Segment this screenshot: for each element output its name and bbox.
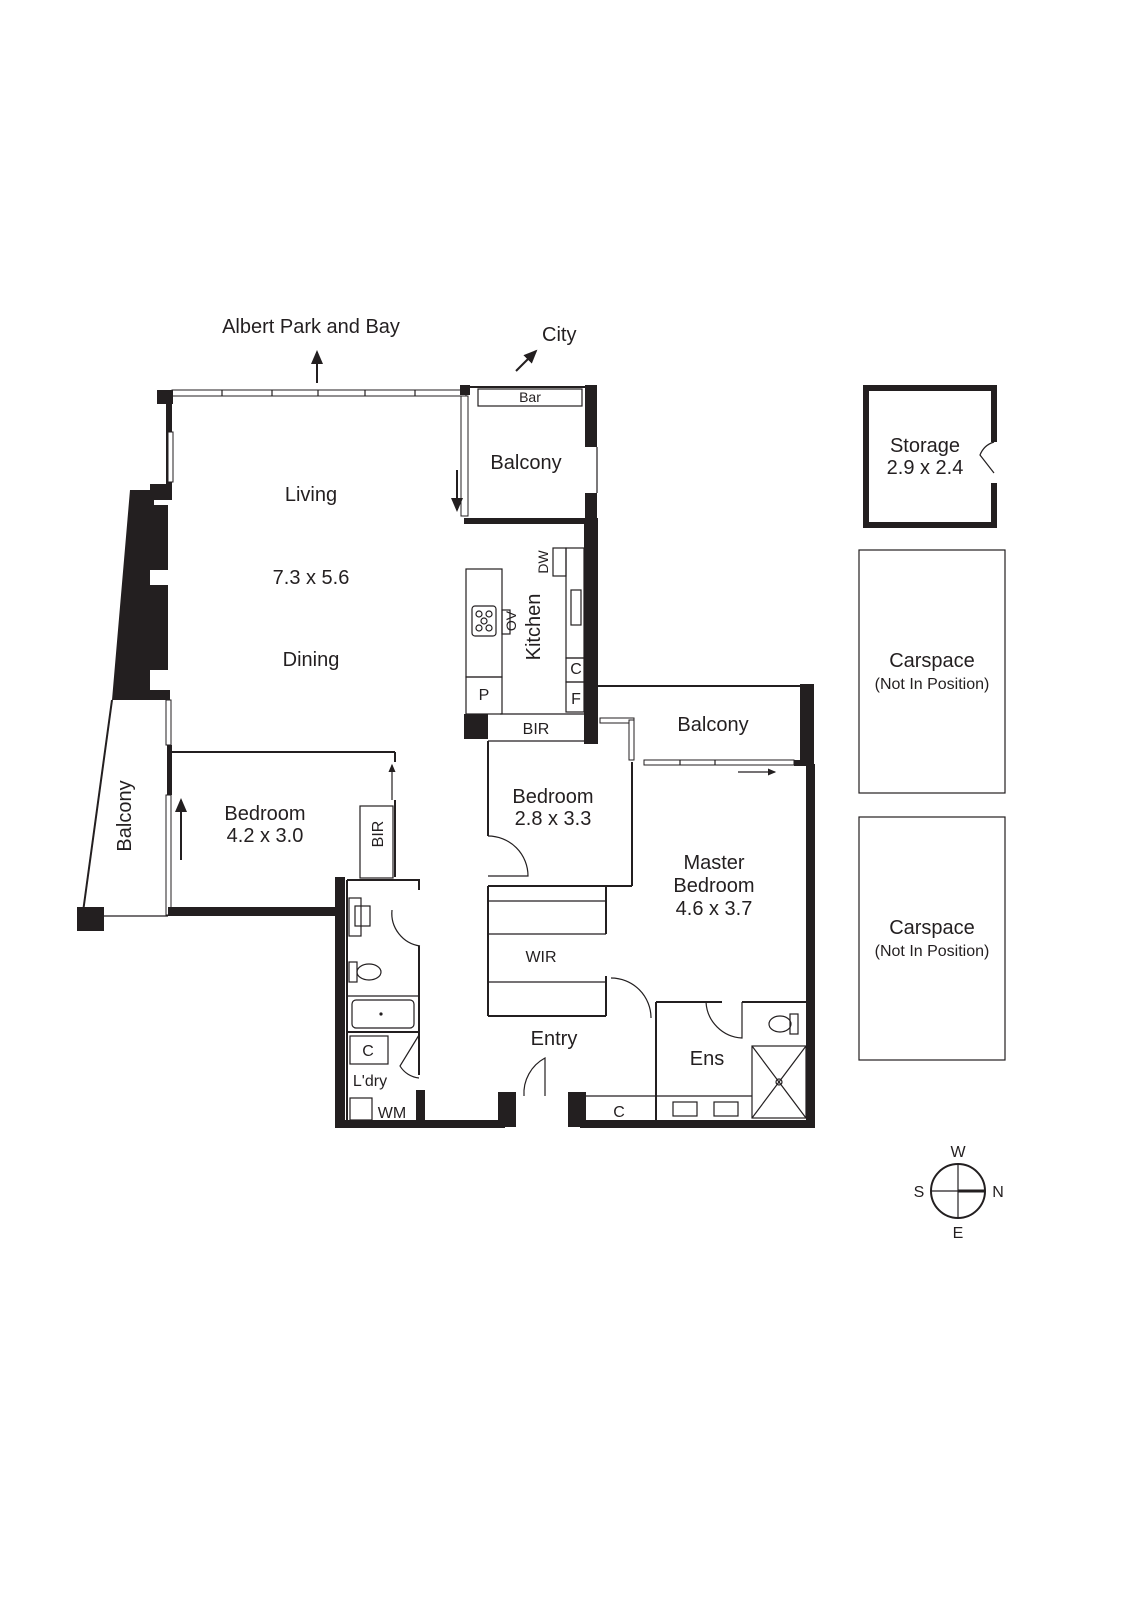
compass-n: N — [992, 1184, 1004, 1201]
kitchen: P DW OV Kitchen C F — [464, 518, 598, 744]
bar-label: Bar — [519, 389, 541, 405]
compass-icon: W S N E — [914, 1144, 1004, 1242]
carspace-1: Carspace (Not In Position) — [858, 549, 1006, 794]
bedroom-2: Bedroom 2.8 x 3.3 — [487, 741, 633, 887]
city-view-arrow — [515, 349, 538, 372]
entry-hall: Entry C — [498, 1028, 815, 1128]
balcony-right: Balcony — [596, 684, 814, 776]
linen-cupboard-label: C — [362, 1043, 374, 1060]
entry-cupboard-label: C — [613, 1104, 625, 1121]
compass-e: E — [953, 1225, 964, 1242]
view-label-city: City — [542, 324, 576, 346]
walk-in-robe: WIR — [487, 886, 652, 1019]
wir-label: WIR — [525, 949, 556, 966]
bedroom1-dims: 4.2 x 3.0 — [227, 825, 304, 847]
carspace1-label: Carspace — [889, 650, 975, 672]
oven-label: OV — [503, 610, 519, 631]
fridge-label: F — [571, 691, 581, 708]
storage-cage: Storage 2.9 x 2.4 — [863, 385, 997, 528]
kitchen-label: Kitchen — [523, 594, 545, 661]
carspace-2: Carspace (Not In Position) — [858, 816, 1006, 1061]
dining-label: Dining — [283, 649, 340, 671]
balcony-left: Balcony — [77, 699, 168, 931]
view-label-albert-park: Albert Park and Bay — [222, 316, 400, 338]
bir-hall-label: BIR — [523, 721, 550, 738]
carspace2-note: (Not In Position) — [875, 943, 990, 960]
living-label: Living — [285, 484, 337, 506]
cupboard-label: C — [570, 661, 582, 678]
bedroom1-bir-label: BIR — [370, 821, 387, 848]
bedroom2-label: Bedroom — [512, 786, 593, 808]
dishwasher-label: DW — [535, 550, 551, 574]
master-label-1: Master — [683, 852, 744, 874]
ensuite-label: Ens — [690, 1048, 724, 1070]
balcony-top: Bar Balcony — [468, 385, 598, 523]
laundry-label: L'dry — [353, 1073, 387, 1090]
carspace2-label: Carspace — [889, 917, 975, 939]
ensuite: Ens — [655, 1001, 807, 1120]
storage-dims: 2.9 x 2.4 — [887, 457, 964, 479]
compass-w: W — [950, 1144, 966, 1161]
master-bedroom: Master Bedroom 4.6 x 3.7 — [673, 764, 815, 1128]
washing-machine-label: WM — [378, 1105, 406, 1122]
compass-s: S — [914, 1184, 925, 1201]
balcony-left-label: Balcony — [114, 780, 136, 851]
bir-hall: BIR — [488, 721, 584, 742]
bedroom2-dims: 2.8 x 3.3 — [515, 808, 592, 830]
pantry-label: P — [479, 687, 490, 704]
balcony-top-label: Balcony — [490, 452, 561, 474]
master-label-2: Bedroom — [673, 875, 754, 897]
living-dims: 7.3 x 5.6 — [273, 567, 350, 589]
entry-label: Entry — [531, 1028, 578, 1050]
bathroom-laundry: C L'dry WM — [335, 877, 505, 1128]
carspace1-note: (Not In Position) — [875, 676, 990, 693]
bedroom-1: BIR Bedroom 4.2 x 3.0 — [165, 699, 396, 916]
master-dims: 4.6 x 3.7 — [676, 898, 753, 920]
bedroom1-label: Bedroom — [224, 803, 305, 825]
balcony-right-label: Balcony — [677, 714, 748, 736]
storage-label: Storage — [890, 435, 960, 457]
living-dining-room: Living 7.3 x 5.6 Dining — [112, 385, 470, 700]
